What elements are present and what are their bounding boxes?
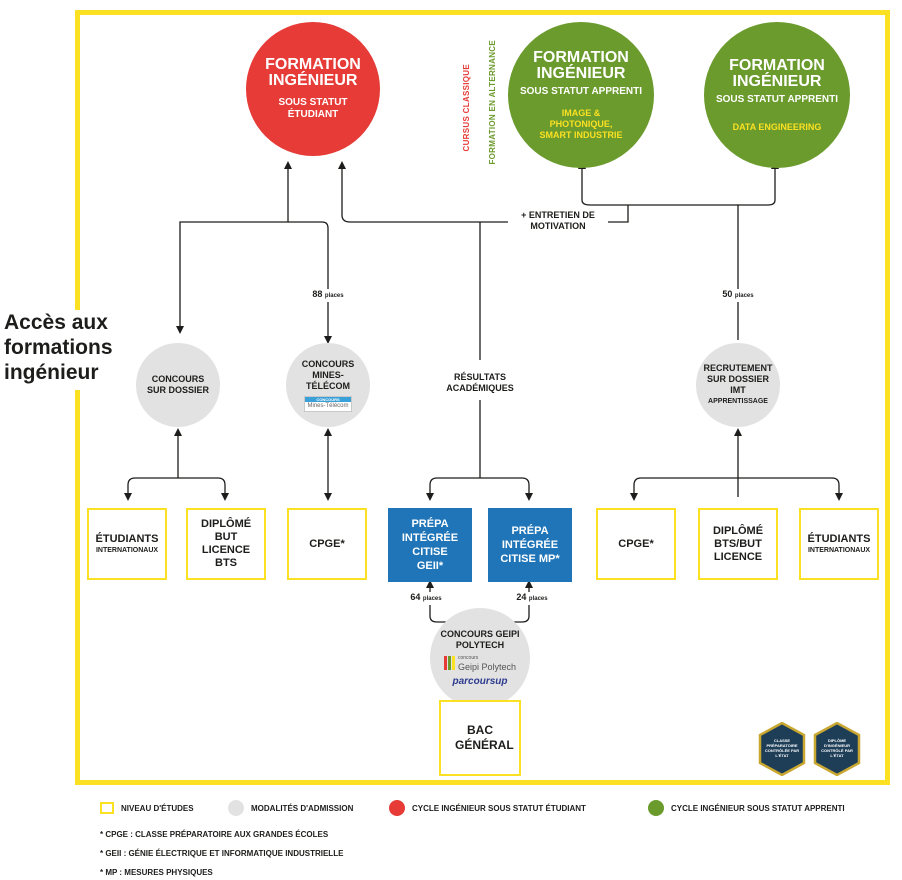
etudiants-int2-main: ÉTUDIANTS (807, 533, 871, 545)
legend-modalites: MODALITÉS D'ADMISSION (228, 800, 353, 816)
badge-classe-preparatoire-icon (758, 722, 806, 776)
places-geii: 64 places (404, 592, 448, 605)
cpge-label-2: CPGE* (618, 537, 654, 550)
legend-etudiant-label: CYCLE INGÉNIEUR SOUS STATUT ÉTUDIANT (412, 803, 586, 813)
legend-niveau-label: NIVEAU D'ÉTUDES (121, 803, 194, 813)
concours-geipi-label: CONCOURS GEIPI POLYTECH (440, 629, 520, 650)
formation-apprenti-photonique-circle: FORMATION INGÉNIEUR SOUS STATUT APPRENTI… (508, 22, 654, 168)
line-red-left (176, 161, 292, 334)
places-mines-unit: places (324, 293, 344, 299)
legend-etudiant-swatch (389, 800, 405, 816)
concours-mines-label: CONCOURS MINES-TÉLÉCOM (301, 358, 355, 391)
recrutement-imt-label: RECRUTEMENT SUR DOSSIER IMT (703, 363, 773, 395)
concours-geipi-circle: CONCOURS GEIPI POLYTECH concours Geipi P… (430, 608, 530, 708)
recrutement-imt-circle: RECRUTEMENT SUR DOSSIER IMT APPRENTISSAG… (696, 343, 780, 427)
places-imt: 50 places (716, 289, 760, 302)
prepa-mp-box: PRÉPA INTÉGRÉE CITISE MP* (488, 508, 572, 582)
places-mines: 88 places (306, 289, 350, 302)
cpge-box-1: CPGE* (287, 508, 367, 580)
diagram-frame (75, 10, 890, 785)
prepa-geii-label: PRÉPA INTÉGRÉE CITISE GEII* (401, 518, 459, 572)
badge-diplome-text: DIPLÔME D'INGÉNIEUR CONTRÔLÉ PAR L'ÉTAT (821, 738, 853, 758)
etudiants-internationaux-box-2: ÉTUDIANTS INTERNATIONAUX (799, 508, 879, 580)
formation-apprenti2-status: SOUS STATUT APPRENTI (715, 93, 839, 105)
line-mp-geipi (492, 580, 533, 623)
legend-modalites-swatch (228, 800, 244, 816)
places-geii-value: 64 (410, 592, 421, 602)
places-mines-value: 88 (312, 289, 323, 299)
line-dossier-branch (124, 477, 229, 501)
etudiants-int2-sub: INTERNATIONAUX (807, 547, 871, 554)
note-mp: * MP : MESURES PHYSIQUES (100, 868, 213, 877)
diplome-bts-box: DIPLÔMÉ BTS/BUT LICENCE (698, 508, 778, 580)
legend-etudiant: CYCLE INGÉNIEUR SOUS STATUT ÉTUDIANT (389, 800, 586, 816)
cpge-label-1: CPGE* (309, 537, 345, 550)
note-cpge: * CPGE : CLASSE PRÉPARATOIRE AUX GRANDES… (100, 830, 329, 839)
legend-apprenti: CYCLE INGÉNIEUR SOUS STATUT APPRENTI (648, 800, 845, 816)
mines-telecom-logo: CONCOURS Mines-Télécom (304, 395, 352, 412)
badge-diplome-icon (813, 722, 861, 776)
side-title-line3: ingénieur (4, 361, 99, 384)
note-geii: * GEII : GÉNIE ÉLECTRIQUE ET INFORMATIQU… (100, 849, 344, 858)
etudiants-int-sub: INTERNATIONAUX (95, 547, 159, 554)
cpge-box-2: CPGE* (596, 508, 676, 580)
concours-dossier-circle: CONCOURS SUR DOSSIER (136, 343, 220, 427)
etudiants-internationaux-box: ÉTUDIANTS INTERNATIONAUX (87, 508, 167, 580)
formation-apprenti-data-circle: FORMATION INGÉNIEUR SOUS STATUT APPRENTI… (704, 22, 850, 168)
etudiants-int-main: ÉTUDIANTS (95, 533, 159, 545)
formation-alternance-label: FORMATION EN ALTERNANCE (488, 40, 497, 165)
places-imt-unit: places (734, 293, 754, 299)
diplome-label: DIPLÔMÉ BUT LICENCE BTS (201, 518, 252, 569)
diplome2-label: DIPLÔMÉ BTS/BUT LICENCE (712, 524, 764, 563)
formation-etudiant-circle: FORMATION INGÉNIEUR SOUS STATUT ÉTUDIANT (246, 22, 380, 156)
formation-apprenti2-specialty: DATA ENGINEERING (732, 121, 822, 132)
diplome-but-box: DIPLÔMÉ BUT LICENCE BTS (186, 508, 266, 580)
cursus-classique-label: CURSUS CLASSIQUE (462, 64, 471, 152)
line-imt-branch (630, 477, 843, 501)
legend-niveau-swatch (100, 802, 114, 814)
line-red-mines (288, 221, 332, 344)
legend-apprenti-label: CYCLE INGÉNIEUR SOUS STATUT APPRENTI (671, 803, 845, 813)
places-mp: 24 places (510, 592, 554, 605)
side-title: Accès aux formations ingénieur (4, 310, 134, 390)
legend-apprenti-swatch (648, 800, 664, 816)
entretien-label: + ENTRETIEN DE MOTIVATION (508, 210, 608, 232)
geipi-polytech-logo: concours Geipi Polytech (443, 654, 517, 672)
geipi-logo-name: Geipi Polytech (457, 662, 517, 672)
line-red-hub (338, 161, 629, 223)
legend-niveau: NIVEAU D'ÉTUDES (100, 800, 194, 816)
resultats-label: RÉSULTATS ACADÉMIQUES (434, 372, 526, 394)
prepa-mp-label: PRÉPA INTÉGRÉE CITISE MP* (500, 525, 560, 565)
badge-classe-text: CLASSE PRÉPARATOIRE CONTRÔLÉE PAR L'ÉTAT (764, 738, 800, 758)
line-green-right (737, 161, 779, 340)
geipi-logo-small: concours (457, 655, 479, 661)
line-green-left (578, 161, 738, 206)
formation-etudiant-status: SOUS STATUT ÉTUDIANT (278, 97, 348, 120)
mines-logo-bottom: Mines-Télécom (307, 402, 349, 409)
places-mp-unit: places (528, 596, 548, 602)
formation-apprenti1-status: SOUS STATUT APPRENTI (519, 85, 643, 97)
line-resultats-branch (426, 477, 533, 501)
places-imt-value: 50 (722, 289, 733, 299)
places-geii-unit: places (422, 596, 442, 602)
bac-general-box: BAC GÉNÉRAL (439, 700, 521, 776)
parcoursup-logo: parcoursup (452, 676, 508, 687)
formation-apprenti1-specialty: IMAGE & PHOTONIQUE, SMART INDUSTRIE (539, 107, 623, 140)
side-title-line1: Accès aux (4, 311, 108, 334)
formation-etudiant-title: FORMATION INGÉNIEUR (265, 56, 361, 89)
line-geii-geipi (426, 580, 468, 623)
mines-logo-top: CONCOURS (305, 396, 351, 402)
geipi-bars-icon (443, 656, 455, 670)
formation-apprenti1-title: FORMATION INGÉNIEUR (533, 48, 629, 82)
formation-apprenti2-title: FORMATION INGÉNIEUR (729, 56, 825, 90)
recrutement-imt-sub: APPRENTISSAGE (708, 398, 768, 405)
bac-label: BAC GÉNÉRAL (455, 723, 514, 752)
prepa-geii-box: PRÉPA INTÉGRÉE CITISE GEII* (388, 508, 472, 582)
concours-mines-circle: CONCOURS MINES-TÉLÉCOM CONCOURS Mines-Té… (286, 343, 370, 427)
side-title-line2: formations (4, 336, 113, 359)
concours-dossier-label: CONCOURS SUR DOSSIER (146, 374, 209, 395)
legend-modalites-label: MODALITÉS D'ADMISSION (251, 803, 354, 813)
places-mp-value: 24 (516, 592, 527, 602)
